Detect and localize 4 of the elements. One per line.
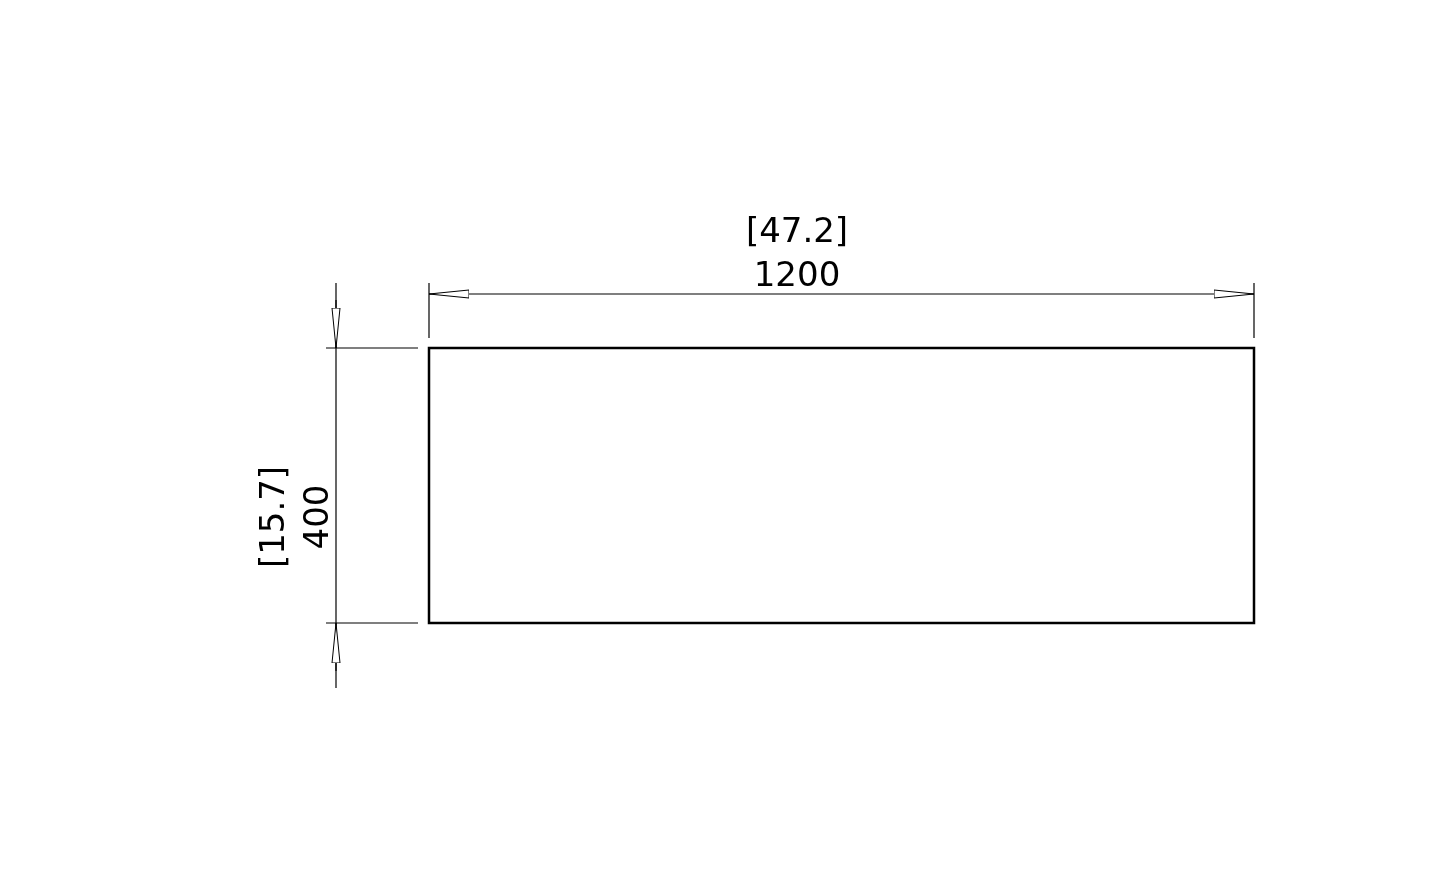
dimension-value: [47.2]	[745, 212, 849, 248]
dimension-value: 400	[298, 484, 334, 550]
dimension-value: 1200	[753, 256, 841, 292]
dimension-value: [15.7]	[254, 465, 290, 569]
